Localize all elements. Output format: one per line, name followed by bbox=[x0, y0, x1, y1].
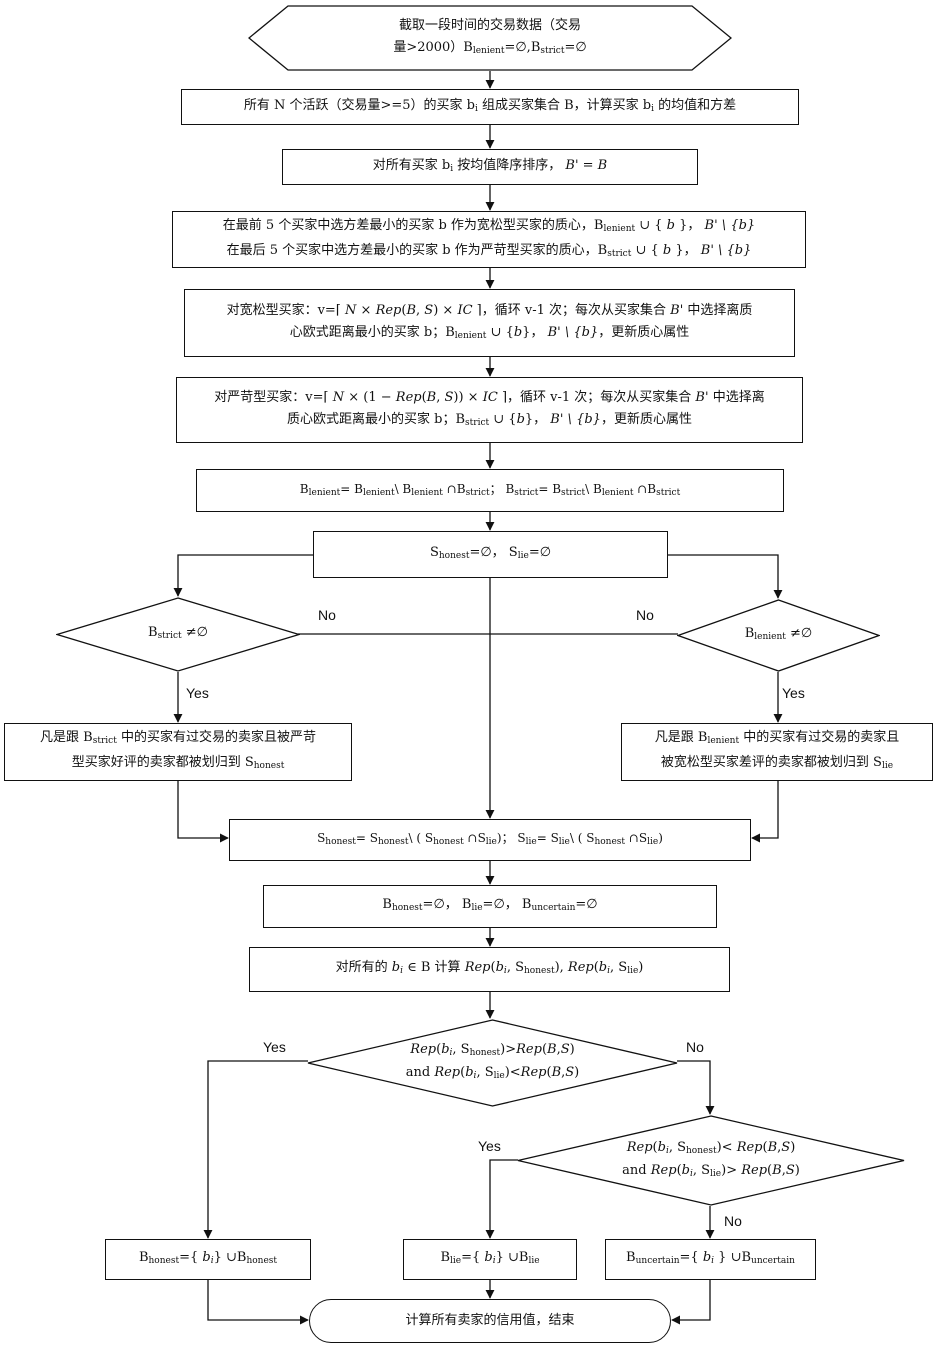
label-d2-no: No bbox=[724, 1213, 742, 1229]
label-no-left: No bbox=[318, 607, 336, 623]
start-line1: 截取一段时间的交易数据（交易 bbox=[393, 15, 586, 37]
edge-n7-dlenient bbox=[668, 555, 778, 598]
lie-buyer-decision: Rep(bi, Shonest)< Rep(B,S) and Rep(bi, S… bbox=[517, 1115, 905, 1206]
label-d1-no: No bbox=[686, 1039, 704, 1055]
init-seller-sets-step: Shonest=∅， Slie=∅ bbox=[313, 531, 668, 578]
end-node: 计算所有卖家的信用值，结束 bbox=[309, 1299, 671, 1343]
edge-d1-yes bbox=[208, 1061, 308, 1238]
compute-rep-step: 对所有的 bi ∈ B 计算 Rep(bi, Shonest), Rep(bi,… bbox=[249, 947, 730, 992]
label-d1-yes: Yes bbox=[263, 1039, 286, 1055]
init-buyer-sets-step: Bhonest=∅， Blie=∅， Buncertain=∅ bbox=[263, 885, 717, 928]
sort-buyers-step: 对所有买家 bi 按均值降序排序， B' = B bbox=[282, 149, 698, 185]
edge-d1-no bbox=[677, 1061, 710, 1114]
label-yes-right: Yes bbox=[782, 685, 805, 701]
edge-r1-end bbox=[208, 1280, 308, 1320]
honest-sellers-step: 凡是跟 Bstrict 中的买家有过交易的卖家且被严苛 型买家好评的卖家都被划归… bbox=[4, 723, 352, 781]
edge-n8-n10 bbox=[178, 781, 228, 838]
lie-buyer-result: Blie={ bi} ∪Blie bbox=[403, 1239, 577, 1280]
lenient-nonempty-decision: Blenient ≠∅ bbox=[677, 599, 880, 672]
strict-nonempty-decision: Bstrict ≠∅ bbox=[56, 597, 300, 672]
uncertain-buyer-result: Buncertain={ bi } ∪Buncertain bbox=[605, 1239, 816, 1280]
label-d2-yes: Yes bbox=[478, 1138, 501, 1154]
start-node: 截取一段时间的交易数据（交易 量>2000）Blenient=∅,Bstrict… bbox=[248, 5, 732, 71]
strict-cluster-step: 对严苛型买家：v=⌈ N × (1 − Rep(B, S)) × IC ⌉，循环… bbox=[176, 377, 803, 443]
edge-n9-n10 bbox=[752, 781, 778, 838]
lenient-cluster-step: 对宽松型买家：v=⌈ N × Rep(B, S) × IC ⌉，循环 v-1 次… bbox=[184, 289, 795, 357]
label-yes-left: Yes bbox=[186, 685, 209, 701]
honest-buyer-decision: Rep(bi, Shonest)>Rep(B,S) and Rep(bi, Sl… bbox=[307, 1019, 678, 1107]
seller-sets-diff-step: Shonest= Shonest\ ( Shonest ∩Slie)； Slie… bbox=[229, 819, 751, 861]
label-no-right: No bbox=[636, 607, 654, 623]
start-line2: 量>2000）Blenient=∅,Bstrict=∅ bbox=[393, 37, 586, 62]
lie-sellers-step: 凡是跟 Blenient 中的买家有过交易的卖家且 被宽松型买家差评的卖家都被划… bbox=[621, 723, 933, 781]
remove-overlap-step: Blenient= Blenient\ Blenient ∩Bstrict； B… bbox=[196, 469, 784, 512]
select-centroids-step: 在最前 5 个买家中选方差最小的买家 b 作为宽松型买家的质心，Blenient… bbox=[172, 211, 806, 268]
active-buyers-step: 所有 N 个活跃（交易量>=5）的买家 bi 组成买家集合 B，计算买家 bi … bbox=[181, 89, 799, 125]
edge-d2-yes bbox=[490, 1160, 518, 1238]
honest-buyer-result: Bhonest={ bi} ∪Bhonest bbox=[105, 1239, 311, 1280]
edge-n7-dstrict bbox=[178, 555, 313, 596]
end-text: 计算所有卖家的信用值，结束 bbox=[405, 1310, 574, 1332]
edge-r3-end bbox=[672, 1280, 710, 1320]
